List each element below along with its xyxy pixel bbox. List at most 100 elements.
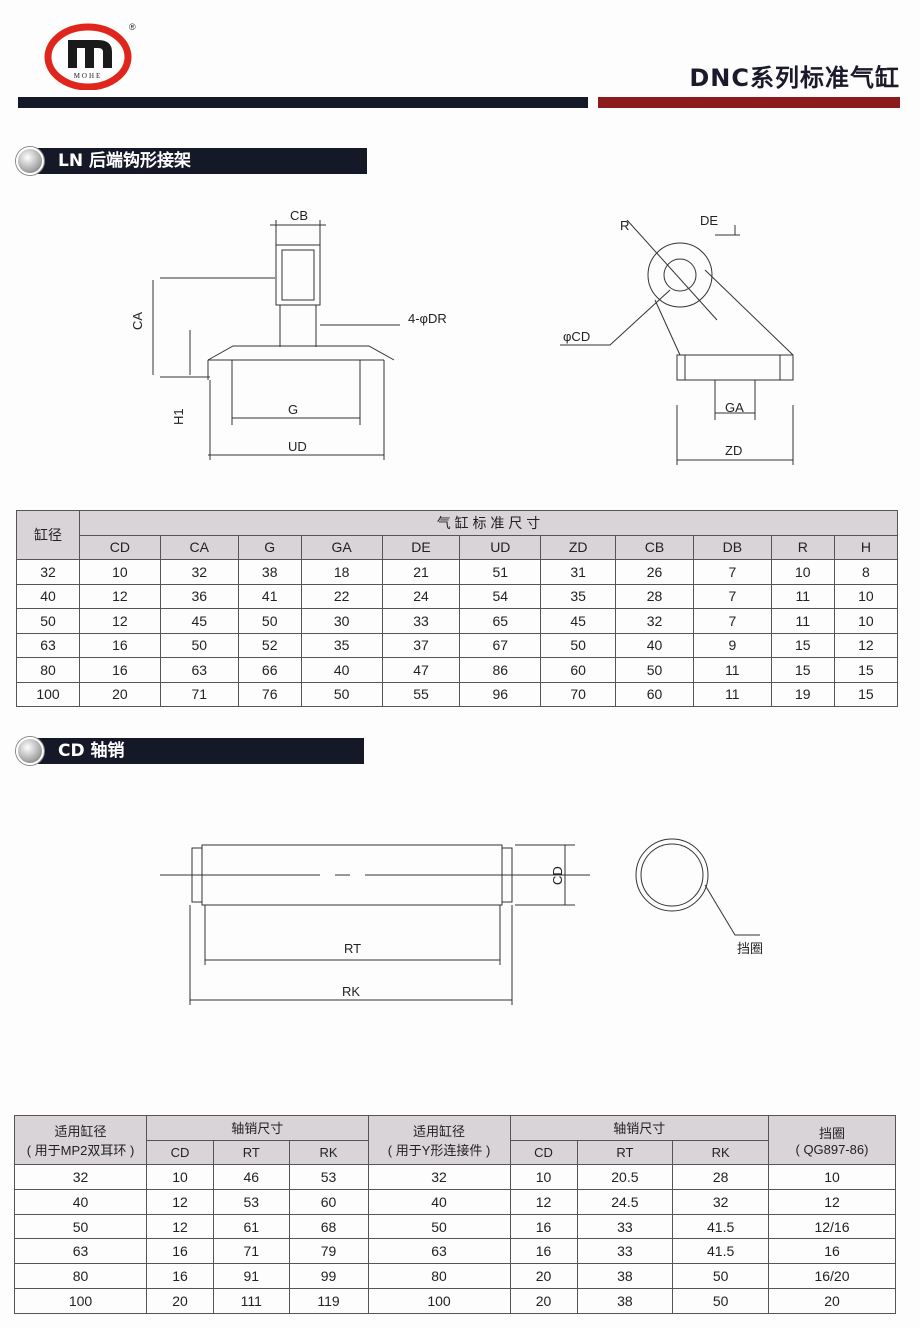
column-header: RK (288, 1139, 369, 1166)
table-cell: 53 (288, 1164, 369, 1191)
table-cell: 50 (14, 1213, 147, 1240)
table-cell: 10 (833, 608, 899, 634)
table-cell: 111 (213, 1287, 290, 1314)
table-cell: 30 (300, 608, 383, 634)
label-cd: CD (550, 866, 565, 885)
table-cell: 16 (768, 1238, 896, 1265)
table-cell: 71 (213, 1238, 290, 1265)
table-cell: 10 (145, 1164, 215, 1191)
table-cell: 32 (672, 1189, 769, 1215)
table-cell: 37 (381, 632, 461, 658)
column-header: CD (79, 534, 161, 560)
table-cell: 15 (833, 657, 899, 683)
pin-dimension-table: 适用缸径( 用于MP2双耳环 ) 轴销尺寸 适用缸径( 用于Y形连接件 ) 轴销… (14, 1114, 896, 1314)
label-cb: CB (290, 208, 308, 223)
ln-front-drawing: CB CA H1 G UD 4-φDR (130, 208, 447, 460)
table-cell: 66 (237, 657, 302, 683)
table-cell: 52 (237, 632, 302, 658)
table-cell: 8 (833, 559, 899, 585)
table-cell: 12 (768, 1189, 896, 1215)
page-title: DNC系列标准气缸 (689, 64, 900, 92)
table-cell: 28 (672, 1164, 769, 1191)
table-cell: 41.5 (672, 1238, 769, 1265)
table-cell: 12 (145, 1213, 215, 1240)
table-cell: 47 (381, 657, 461, 683)
header-bore-mp2: 适用缸径( 用于MP2双耳环 ) (14, 1114, 147, 1166)
table-cell: 9 (692, 632, 772, 658)
table-cell: 40 (16, 583, 80, 609)
table-cell: 16 (509, 1213, 578, 1240)
table-cell: 50 (300, 681, 383, 707)
table-cell: 11 (770, 608, 835, 634)
table-cell: 15 (833, 681, 899, 707)
table-cell: 65 (459, 608, 542, 634)
table-cell: 32 (16, 559, 80, 585)
table-cell: 15 (770, 657, 835, 683)
table-cell: 22 (300, 583, 383, 609)
table-cell: 50 (672, 1287, 769, 1314)
table-cell: 86 (459, 657, 542, 683)
table-cell: 33 (381, 608, 461, 634)
label-ga: GA (725, 400, 744, 415)
table-cell: 32 (367, 1164, 511, 1191)
column-header: RK (672, 1139, 769, 1166)
retaining-ring-drawing: 挡圈 (635, 838, 763, 956)
table-cell: 45 (540, 608, 617, 634)
label-de: DE (700, 213, 718, 228)
column-header: DE (381, 534, 461, 560)
table-cell: 16 (79, 657, 161, 683)
column-header: CD (509, 1139, 578, 1166)
header-pin-1: 轴销尺寸 (146, 1115, 369, 1141)
table-cell: 31 (540, 559, 617, 585)
table-cell: 20.5 (576, 1164, 674, 1191)
header-bore-y: 适用缸径( 用于Y形连接件 ) (367, 1114, 511, 1166)
table-cell: 51 (459, 559, 542, 585)
table-cell: 63 (159, 657, 239, 683)
table-cell: 32 (14, 1164, 147, 1191)
table-cell: 10 (509, 1164, 578, 1191)
table-cell: 40 (300, 657, 383, 683)
table-cell: 60 (615, 681, 694, 707)
table-cell: 18 (300, 559, 383, 585)
table-cell: 46 (213, 1164, 290, 1191)
table-cell: 7 (692, 559, 772, 585)
table-cell: 38 (576, 1287, 674, 1314)
table-cell: 80 (14, 1263, 147, 1289)
header-group: 气 缸 标 准 尺 寸 (79, 510, 898, 536)
label-g: G (288, 402, 298, 417)
ln-side-drawing: R DE φCD GA ZD (560, 213, 794, 465)
table-cell: 53 (213, 1189, 290, 1215)
header-pin-2: 轴销尺寸 (509, 1115, 770, 1141)
header-bore: 缸径 (16, 510, 80, 560)
table-cell: 12/16 (768, 1213, 896, 1240)
table-cell: 63 (367, 1238, 511, 1265)
table-cell: 63 (14, 1238, 147, 1265)
table-cell: 40 (615, 632, 694, 658)
table-cell: 91 (213, 1263, 290, 1289)
table-cell: 33 (576, 1213, 674, 1240)
table-cell: 63 (16, 632, 80, 658)
table-cell: 99 (288, 1263, 369, 1289)
table-cell: 80 (16, 657, 80, 683)
table-cell: 20 (768, 1287, 896, 1314)
table-cell: 80 (367, 1263, 511, 1289)
column-header: CB (615, 534, 694, 560)
svg-text:®: ® (129, 22, 136, 32)
table-cell: 32 (615, 608, 694, 634)
table-cell: 12 (79, 583, 161, 609)
table-cell: 61 (213, 1213, 290, 1240)
table-cell: 11 (770, 583, 835, 609)
column-header: H (833, 534, 899, 560)
table-cell: 36 (159, 583, 239, 609)
table-cell: 50 (159, 632, 239, 658)
column-header: ZD (540, 534, 617, 560)
table-cell: 50 (672, 1263, 769, 1289)
table-cell: 26 (615, 559, 694, 585)
table-cell: 35 (540, 583, 617, 609)
